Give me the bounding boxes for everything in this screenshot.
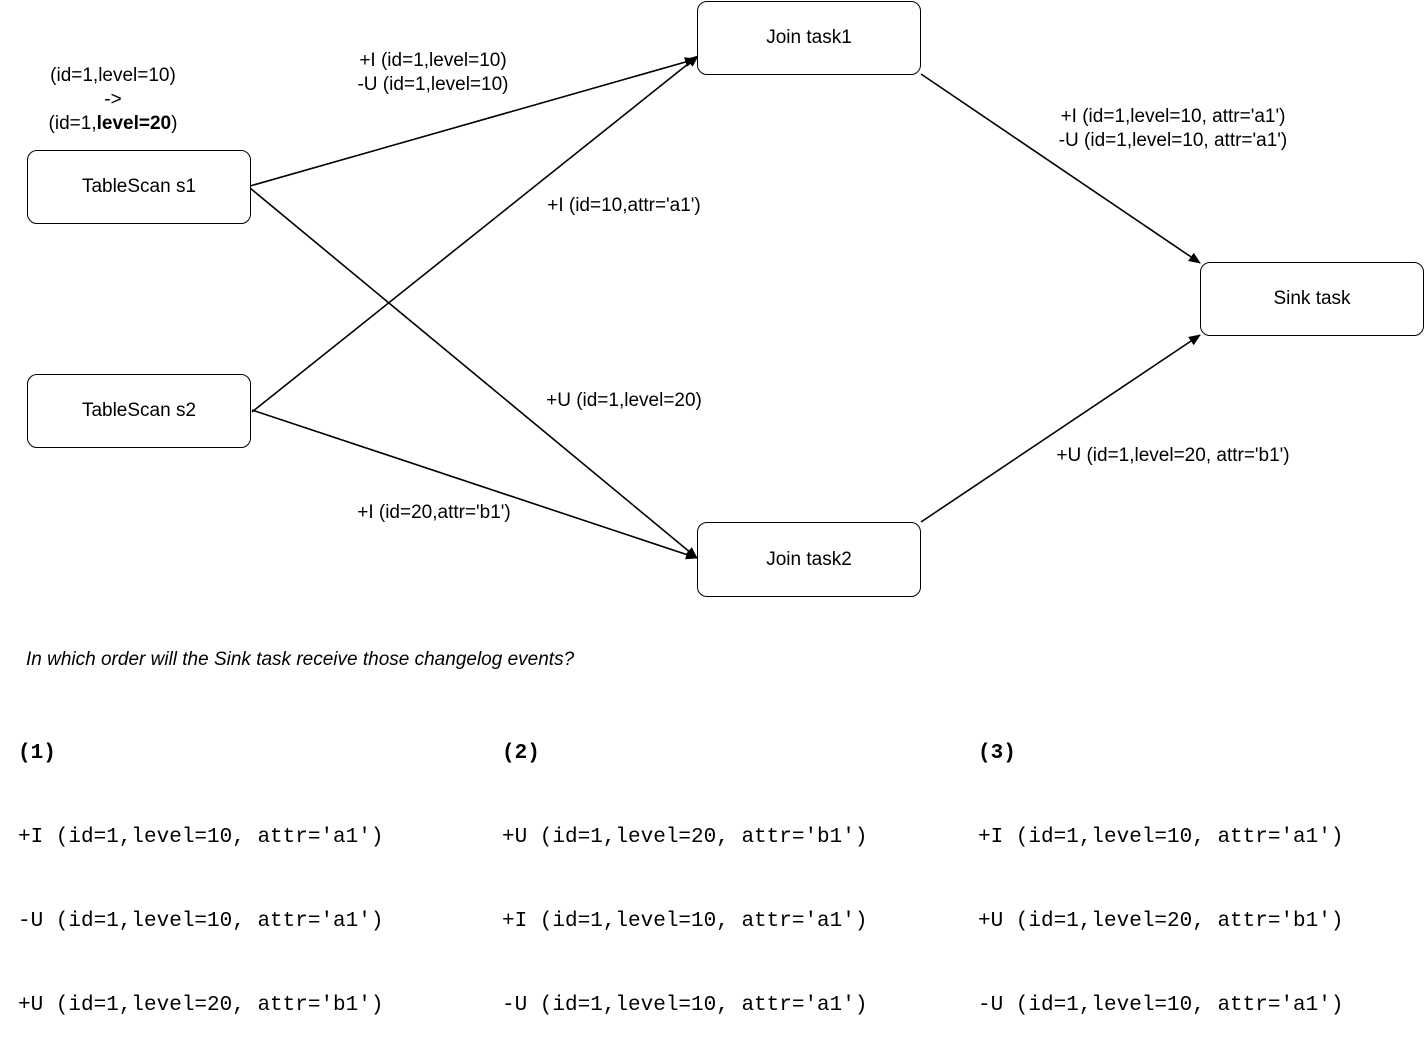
edge-label-s1-to-join1-line: +I (id=1,level=10) (359, 50, 507, 71)
option-line: +I (id=1,level=10, attr='a1') (18, 826, 384, 849)
edge-label-s1-to-join1: +I (id=1,level=10) -U (id=1,level=10) (326, 49, 540, 97)
node-tablescan-s2: TableScan s2 (27, 374, 251, 448)
node-join-task2: Join task2 (697, 522, 921, 597)
node-tablescan-s1: TableScan s1 (27, 150, 251, 224)
option-line: +I (id=1,level=10, attr='a1') (978, 826, 1344, 849)
edge-label-join2-to-sink-line: +U (id=1,level=20, attr='b1') (1056, 445, 1290, 466)
edge-label-s2-to-join1-line: +I (id=10,attr='a1') (547, 195, 701, 216)
option-2: (2) +U (id=1,level=20, attr='b1') +I (id… (502, 684, 867, 1048)
edge-label-s2-to-join1: +I (id=10,attr='a1') (516, 194, 732, 218)
edge-label-join2-to-sink: +U (id=1,level=20, attr='b1') (1020, 444, 1326, 468)
option-1: (1) +I (id=1,level=10, attr='a1') -U (id… (18, 684, 383, 1048)
source-update-new-bold: level=20 (96, 113, 172, 134)
edge-label-join1-to-sink: +I (id=1,level=10, attr='a1') -U (id=1,l… (1020, 105, 1326, 153)
node-join-task2-label: Join task2 (766, 548, 852, 570)
edge-label-s1-to-join1-line: -U (id=1,level=10) (357, 74, 509, 95)
node-sink-task: Sink task (1200, 262, 1424, 336)
edge-s1-to-join1 (249, 57, 697, 187)
node-sink-task-label: Sink task (1273, 288, 1351, 309)
option-title: (3) (978, 742, 1016, 765)
option-line: +U (id=1,level=20, attr='b1') (18, 994, 384, 1017)
edge-label-join1-to-sink-line: +I (id=1,level=10, attr='a1') (1060, 106, 1286, 127)
edge-label-s2-to-join2: +I (id=20,attr='b1') (326, 501, 542, 525)
option-line: +U (id=1,level=20, attr='b1') (502, 826, 868, 849)
option-line: +I (id=1,level=10, attr='a1') (502, 910, 868, 933)
edges-layer (249, 55, 1201, 560)
option-line: -U (id=1,level=10, attr='a1') (18, 910, 384, 933)
edge-s1-to-join2 (249, 187, 698, 559)
source-update-annotation: (id=1,level=10) -> (id=1,level=20) (22, 64, 204, 136)
edge-label-s1-to-join2-line: +U (id=1,level=20) (546, 390, 702, 411)
source-update-new: (id=1,level=20) (22, 112, 204, 136)
option-3: (3) +I (id=1,level=10, attr='a1') +U (id… (978, 684, 1343, 1048)
source-update-arrow: -> (104, 89, 122, 110)
edge-label-join1-to-sink-line: -U (id=1,level=10, attr='a1') (1058, 130, 1288, 151)
option-line: -U (id=1,level=10, attr='a1') (978, 994, 1344, 1017)
edge-label-s2-to-join2-line: +I (id=20,attr='b1') (357, 502, 511, 523)
edge-s2-to-join2 (251, 409, 698, 560)
source-update-new-prefix: (id=1, (48, 113, 97, 134)
edge-label-s1-to-join2: +U (id=1,level=20) (516, 389, 732, 413)
source-update-old: (id=1,level=10) (50, 65, 176, 86)
node-tablescan-s1-label: TableScan s1 (81, 176, 197, 197)
source-update-new-suffix: ) (171, 113, 178, 134)
edge-join1-to-sink (920, 73, 1201, 264)
option-title: (2) (502, 742, 540, 765)
edge-join2-to-sink (920, 334, 1201, 523)
option-line: +U (id=1,level=20, attr='b1') (978, 910, 1344, 933)
option-title: (1) (18, 742, 56, 765)
option-line: -U (id=1,level=10, attr='a1') (502, 994, 868, 1017)
node-join-task1: Join task1 (697, 1, 921, 75)
question-text: In which order will the Sink task receiv… (26, 649, 575, 670)
edge-s2-to-join1 (251, 55, 699, 413)
node-tablescan-s2-label: TableScan s2 (81, 400, 197, 421)
node-join-task1-label: Join task1 (766, 27, 852, 48)
